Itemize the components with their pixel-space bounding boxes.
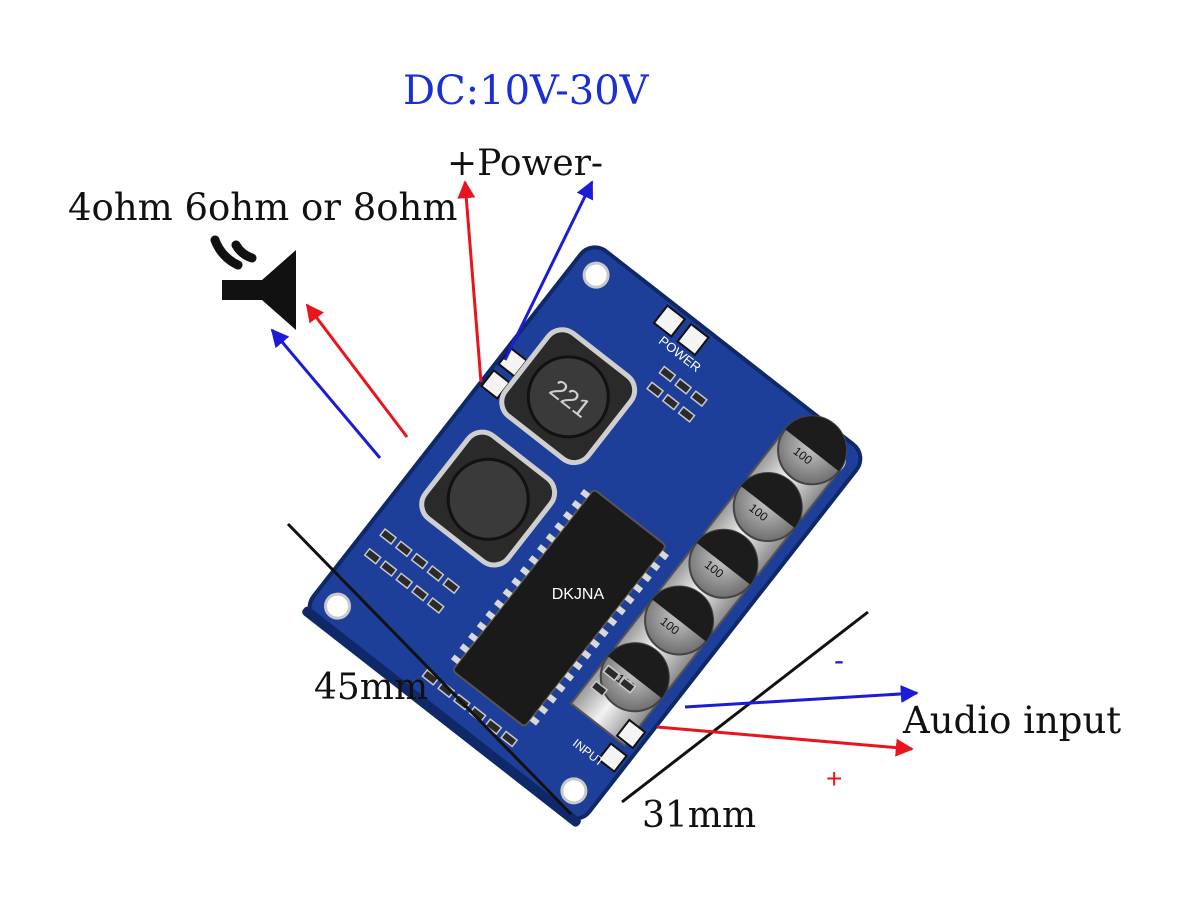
capacitor: 100 — [569, 642, 670, 747]
input-pad-minus — [615, 718, 647, 750]
mounting-hole — [560, 777, 588, 805]
smd-part — [410, 552, 429, 570]
smd-components — [363, 365, 708, 748]
smd-part — [500, 730, 519, 748]
smd-part — [677, 405, 696, 423]
smd-part — [646, 381, 665, 399]
smd-part — [689, 390, 708, 408]
inductor — [419, 429, 558, 568]
input-plus-label: + — [826, 763, 842, 794]
mounting-hole — [582, 261, 610, 289]
speaker-impedance-label: 4ohm 6ohm or 8ohm — [68, 186, 457, 229]
power-plus-arrow — [457, 180, 483, 383]
chip-pins — [450, 488, 669, 726]
smd-part — [379, 528, 398, 546]
power-label: +Power- — [447, 143, 603, 184]
input-plus-arrow — [656, 725, 914, 757]
smd-part — [363, 547, 382, 565]
smd-part — [410, 584, 430, 602]
mounting-holes — [324, 261, 846, 805]
capacitor: 100 — [702, 471, 803, 577]
smd-part — [602, 664, 621, 682]
width-label: 31mm — [642, 795, 756, 836]
capacitor: 100 — [746, 415, 848, 520]
length-dimension-line — [286, 522, 573, 816]
smd-part — [379, 560, 398, 578]
audio-input-label: Audio input — [902, 699, 1121, 742]
pcb-side — [302, 606, 581, 827]
capacitors: 100100100100100 — [569, 415, 848, 747]
speaker-icon — [210, 235, 296, 330]
smd-part — [674, 377, 693, 395]
input-pad-plus — [597, 742, 629, 774]
smd-part — [590, 680, 609, 698]
inductor: 221 — [499, 327, 638, 466]
smd-part — [442, 577, 461, 595]
smd-part — [426, 596, 445, 614]
power-pad-minus — [676, 322, 710, 357]
input-minus-label: - — [834, 644, 844, 677]
smd-part — [394, 540, 413, 558]
smd-part — [395, 572, 414, 590]
smd-part — [658, 365, 677, 383]
smd-part — [618, 676, 637, 694]
mounting-hole — [324, 592, 352, 620]
capacitor: 100 — [613, 585, 715, 691]
chip-brand: DKJNA — [552, 586, 605, 603]
speaker-minus-arrow — [270, 328, 382, 459]
power-pad-plus — [652, 304, 687, 338]
smd-part — [426, 564, 445, 582]
input-pads: INPUT — [570, 718, 647, 774]
length-label: 45mm — [314, 667, 428, 708]
power-minus-arrow — [503, 180, 594, 361]
amplifier-chip: DKJNA — [450, 488, 669, 727]
speaker-plus-arrow — [305, 303, 409, 438]
amplifier-board: POWER 100100100100100 221 DKJNA — [302, 245, 863, 827]
capacitor: 100 — [658, 528, 759, 634]
dc-voltage-label: DC:10V-30V — [403, 68, 650, 114]
input-minus-arrow — [684, 684, 919, 709]
width-dimension-line — [621, 610, 869, 804]
smd-part — [661, 393, 680, 411]
